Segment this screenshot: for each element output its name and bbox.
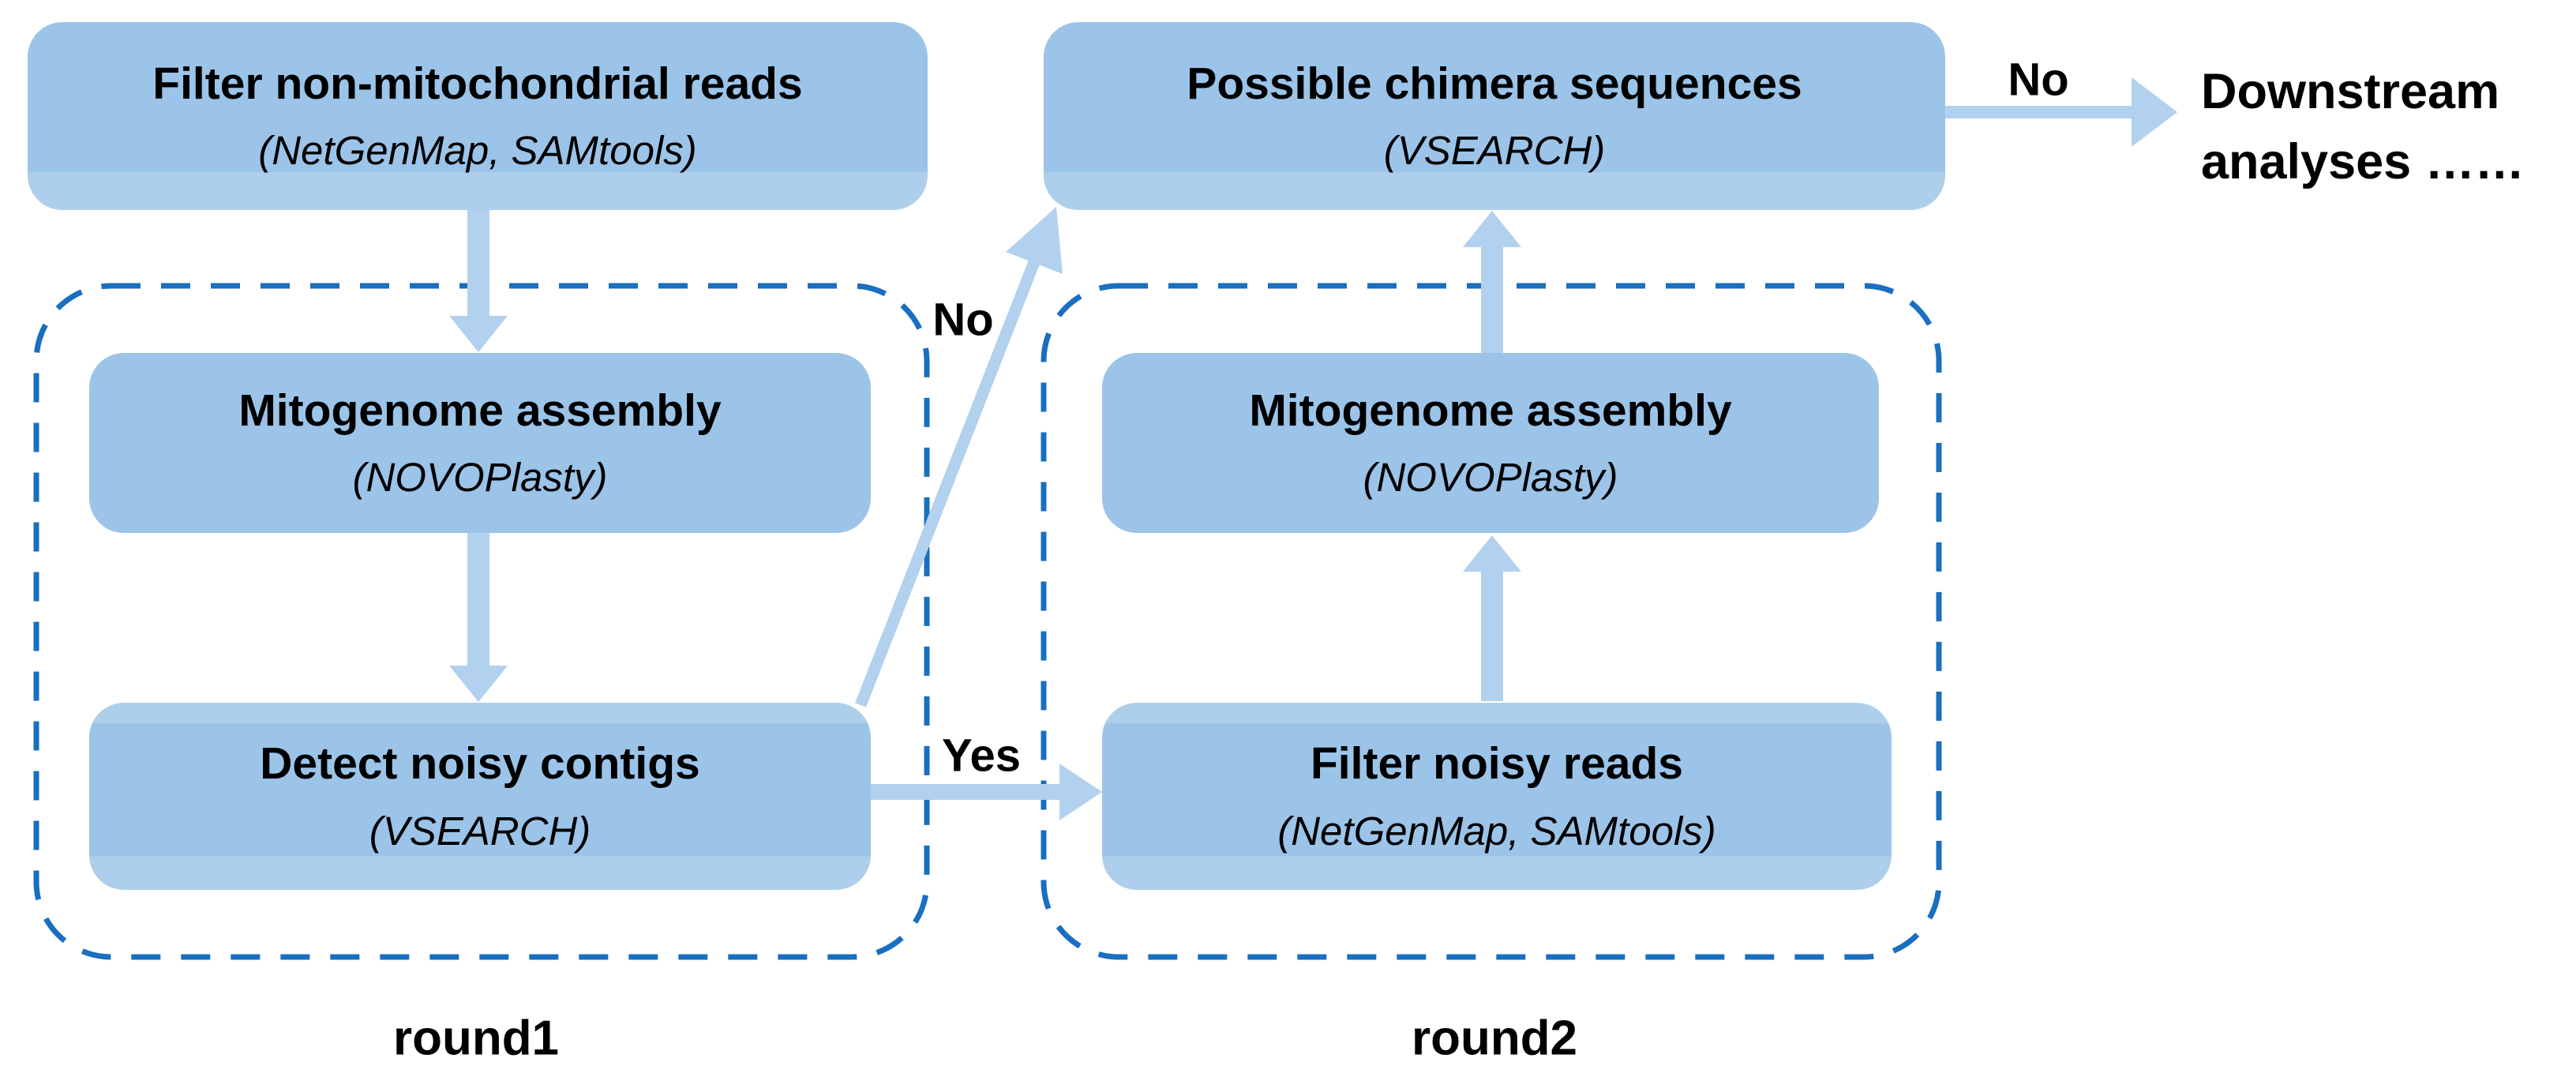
label-round2: round2 (1411, 1011, 1578, 1066)
downstream-line1: Downstream (2201, 64, 2500, 119)
node-tool: (NOVOPlasty) (1363, 455, 1618, 501)
node-mitogenome-assembly-2: Mitogenome assembly (NOVOPlasty) (1102, 353, 1879, 533)
node-title: Filter noisy reads (1310, 738, 1683, 790)
node-title: Mitogenome assembly (238, 385, 722, 436)
arrow-assembly2-to-chimera-icon (1463, 211, 1521, 355)
node-tool: (NetGenMap, SAMtools) (1277, 808, 1716, 854)
arrow-assembly1-to-detect-icon (449, 533, 508, 702)
node-tool: (VSEARCH) (369, 808, 591, 854)
arrow-chimera-to-downstream-no-icon (1944, 77, 2177, 147)
node-possible-chimera: Possible chimera sequences (VSEARCH) (1044, 22, 1945, 210)
node-title: Possible chimera sequences (1187, 58, 1802, 109)
arrow-detect-to-chimera-no-icon (855, 207, 1063, 707)
node-tool: (NOVOPlasty) (352, 455, 608, 501)
arrow-detect-to-filternoisy-yes-icon (871, 764, 1102, 820)
arrow-filter-to-assembly1-icon (449, 208, 508, 352)
label-no-exit: No (2008, 54, 2069, 106)
node-filter-nonmito-reads: Filter non-mitochondrial reads (NetGenMa… (28, 22, 928, 210)
node-detect-noisy-contigs: Detect noisy contigs (VSEARCH) (89, 703, 871, 890)
arrow-filternoisy-to-assembly2-icon (1463, 535, 1521, 701)
node-title: Mitogenome assembly (1249, 385, 1732, 436)
downstream-line2: analyses …… (2201, 134, 2525, 190)
node-filter-noisy-reads: Filter noisy reads (NetGenMap, SAMtools) (1102, 703, 1892, 890)
node-tool: (VSEARCH) (1383, 128, 1606, 174)
node-title: Filter non-mitochondrial reads (152, 58, 803, 109)
label-yes-branch: Yes (942, 730, 1021, 782)
node-mitogenome-assembly-1: Mitogenome assembly (NOVOPlasty) (89, 353, 871, 533)
node-title: Detect noisy contigs (260, 738, 700, 790)
label-downstream-analyses: Downstream analyses …… (2201, 57, 2525, 198)
label-round1: round1 (392, 1011, 560, 1066)
node-tool: (NetGenMap, SAMtools) (258, 128, 697, 174)
label-no-branch: No (932, 294, 994, 346)
